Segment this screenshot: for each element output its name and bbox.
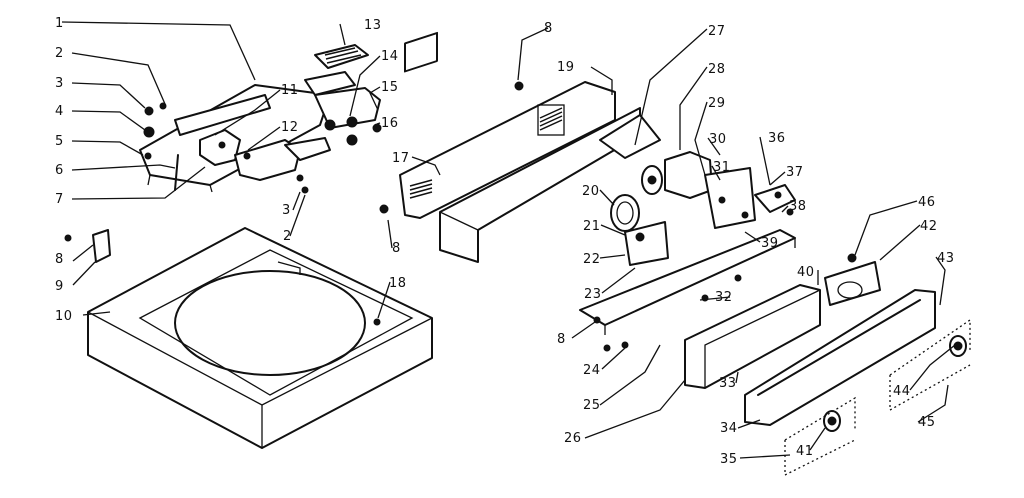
top-cover-lid (139, 84, 331, 193)
callout-label: 34 (720, 421, 738, 436)
lid-rod (174, 154, 179, 191)
callout-label: 13 (364, 18, 382, 33)
callout-label: 19 (557, 60, 575, 75)
callout-label: 39 (761, 236, 779, 251)
timer-motor (641, 151, 713, 199)
callout-label: 2 (55, 46, 64, 61)
callout-label: 3 (55, 76, 64, 91)
control-knob-dial (610, 194, 640, 232)
callout-label: 45 (918, 415, 936, 430)
callout-label: 28 (708, 62, 726, 77)
callout-label: 31 (713, 160, 731, 175)
callout-label: 8 (55, 252, 64, 267)
callout-label: 11 (281, 83, 299, 98)
callout-label: 40 (797, 265, 815, 280)
washer-top-panel (87, 227, 433, 449)
callout-label: 12 (281, 120, 299, 135)
callout-label: 3 (282, 203, 291, 218)
dial-skirt-bottom (784, 396, 856, 477)
callout-label: 22 (583, 252, 601, 267)
callout-label: 2 (283, 229, 292, 244)
control-panel-front (744, 289, 936, 426)
callout-label: 9 (55, 279, 64, 294)
backguard-vent-right (537, 104, 565, 136)
control-panel-housing (684, 284, 821, 389)
callout-label: 42 (920, 219, 938, 234)
dial-skirt-right (889, 318, 971, 412)
callout-label: 41 (796, 444, 814, 459)
callout-label: 38 (789, 199, 807, 214)
callout-label: 8 (544, 21, 553, 36)
callout-label: 15 (381, 80, 399, 95)
callout-label: 18 (389, 276, 407, 291)
hinge-clip (64, 229, 111, 263)
callout-label: 43 (937, 251, 955, 266)
callout-label: 14 (381, 49, 399, 64)
leader-lines (61, 21, 956, 459)
callout-label: 23 (584, 287, 602, 302)
callout-label: 29 (708, 96, 726, 111)
callout-label: 21 (583, 219, 601, 234)
callout-labels: 1 2 3 4 5 6 7 8 9 10 11 12 13 14 15 16 3… (55, 16, 955, 467)
callout-label: 26 (564, 431, 582, 446)
callout-label: 16 (381, 116, 399, 131)
callout-label: 44 (893, 384, 911, 399)
callout-label: 36 (768, 131, 786, 146)
callout-label: 27 (708, 24, 726, 39)
lid-hinge-bracket (174, 94, 271, 136)
panel-switch-plate (824, 253, 881, 306)
callout-label: 17 (392, 151, 410, 166)
callout-label: 8 (392, 241, 401, 256)
callout-label: 20 (582, 184, 600, 199)
hinge-pad-top (304, 44, 381, 129)
callout-label: 35 (720, 452, 738, 467)
callout-label: 10 (55, 309, 73, 324)
knob-right (949, 335, 967, 357)
callout-label: 5 (55, 134, 64, 149)
callout-label: 4 (55, 104, 64, 119)
callout-label: 24 (583, 363, 601, 378)
switch-cluster (754, 184, 796, 216)
callout-label: 7 (55, 192, 64, 207)
knob-bottom (823, 410, 841, 432)
callout-label: 32 (715, 290, 733, 305)
fasteners-left (143, 102, 382, 194)
callout-label: 46 (918, 195, 936, 210)
control-mounting-bracket (624, 167, 756, 266)
callout-label: 6 (55, 163, 64, 178)
callout-label: 25 (583, 398, 601, 413)
callout-label: 8 (557, 332, 566, 347)
callout-label: 33 (719, 376, 737, 391)
callout-label: 37 (786, 165, 804, 180)
callout-label: 1 (55, 16, 64, 31)
callout-label: 30 (709, 132, 727, 147)
backguard-vent-left (404, 31, 438, 199)
